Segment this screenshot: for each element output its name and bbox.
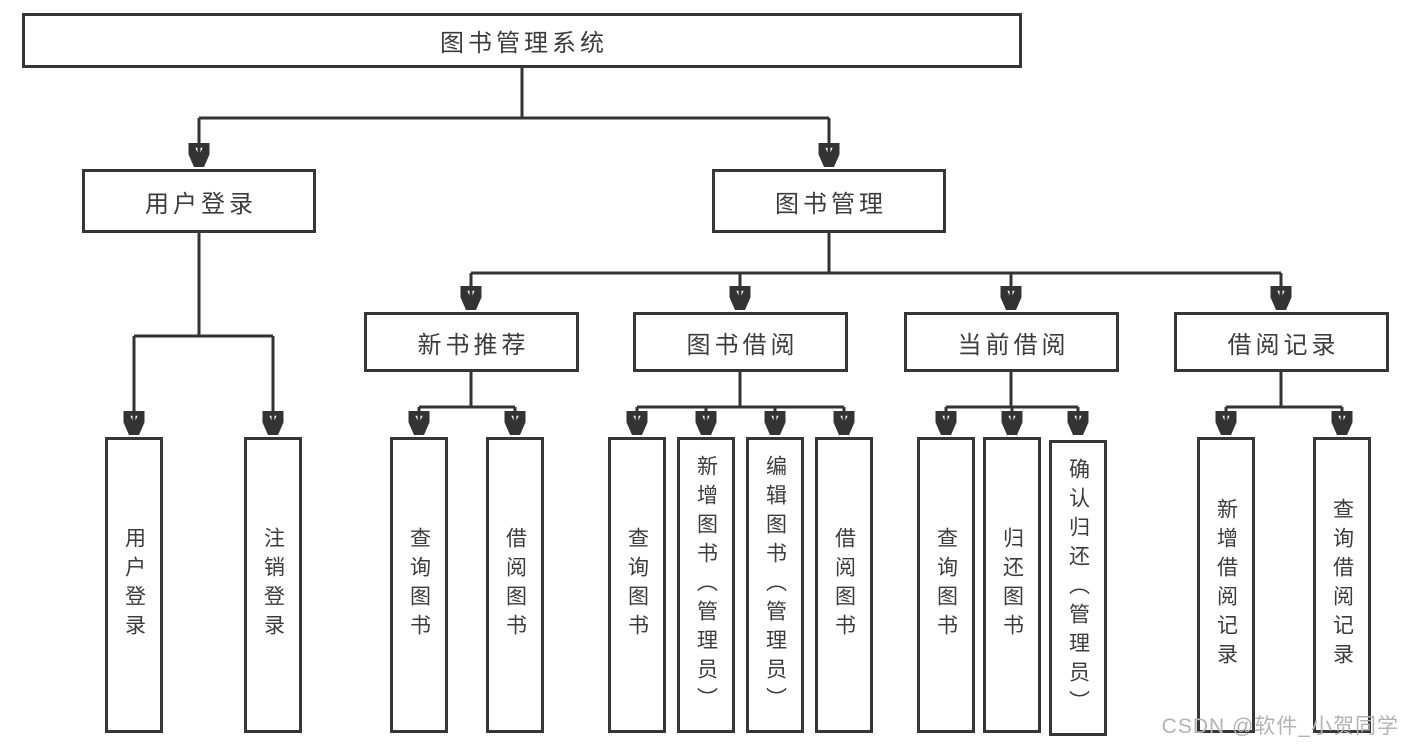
node-nb-borrow-books: 借阅图书 <box>486 437 544 733</box>
node-root: 图书管理系统 <box>22 13 1022 68</box>
node-cb-confirm-return-admin: 确认归还（管理员） <box>1049 440 1107 736</box>
node-book-borrow: 图书借阅 <box>633 312 848 372</box>
watermark-csdn: CSDN @软件_小贺同学 <box>1161 715 1399 738</box>
node-br-add-record: 新增借阅记录 <box>1197 437 1255 733</box>
node-label: 查询图书 <box>407 527 431 643</box>
node-label: 借阅图书 <box>503 527 527 643</box>
node-user-login: 用户登录 <box>82 169 316 233</box>
node-label: 查询图书 <box>625 527 649 643</box>
node-cb-return-books: 归还图书 <box>983 437 1041 733</box>
node-new-book-recommend: 新书推荐 <box>364 312 579 372</box>
node-label: 确认归还（管理员） <box>1066 457 1090 719</box>
node-label: 用户登录 <box>122 527 146 643</box>
node-cb-query-books: 查询图书 <box>917 437 975 733</box>
node-bb-add-books-admin: 新增图书（管理员） <box>677 437 735 733</box>
node-label: 查询图书 <box>934 527 958 643</box>
node-borrow-records: 借阅记录 <box>1174 312 1389 372</box>
node-bb-edit-books-admin: 编辑图书（管理员） <box>746 437 804 733</box>
node-bb-query-books: 查询图书 <box>608 437 666 733</box>
node-label: 借阅图书 <box>832 527 856 643</box>
node-current-borrow: 当前借阅 <box>904 312 1119 372</box>
node-label: 归还图书 <box>1000 527 1024 643</box>
node-br-query-record: 查询借阅记录 <box>1313 437 1371 733</box>
node-label: 新增图书（管理员） <box>694 454 718 716</box>
node-label: 编辑图书（管理员） <box>763 454 787 716</box>
node-label: 查询借阅记录 <box>1330 498 1354 672</box>
node-nb-query-books: 查询图书 <box>390 437 448 733</box>
node-book-management: 图书管理 <box>712 169 946 233</box>
node-logout: 注销登录 <box>244 437 302 733</box>
node-bb-borrow-books: 借阅图书 <box>815 437 873 733</box>
node-label: 新增借阅记录 <box>1214 498 1238 672</box>
node-user-login-leaf: 用户登录 <box>105 437 163 733</box>
node-label: 注销登录 <box>261 527 285 643</box>
